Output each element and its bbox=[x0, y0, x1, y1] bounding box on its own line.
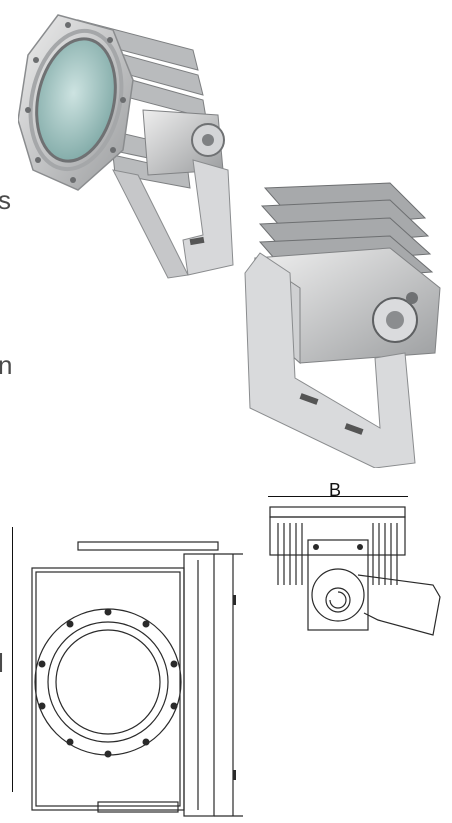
margin-letter-upper: s bbox=[0, 185, 11, 215]
round-floodlight-photo bbox=[18, 14, 234, 279]
front-view-drawing bbox=[31, 541, 243, 817]
margin-letter-lower: l bbox=[0, 648, 4, 678]
dimension-line-b bbox=[268, 496, 408, 497]
margin-letter-middle: n bbox=[0, 350, 13, 380]
linear-floodlight-photo bbox=[244, 182, 441, 468]
side-view-drawing bbox=[269, 506, 441, 636]
height-dimension-line bbox=[12, 527, 13, 792]
dimension-b-label: B bbox=[329, 480, 342, 500]
